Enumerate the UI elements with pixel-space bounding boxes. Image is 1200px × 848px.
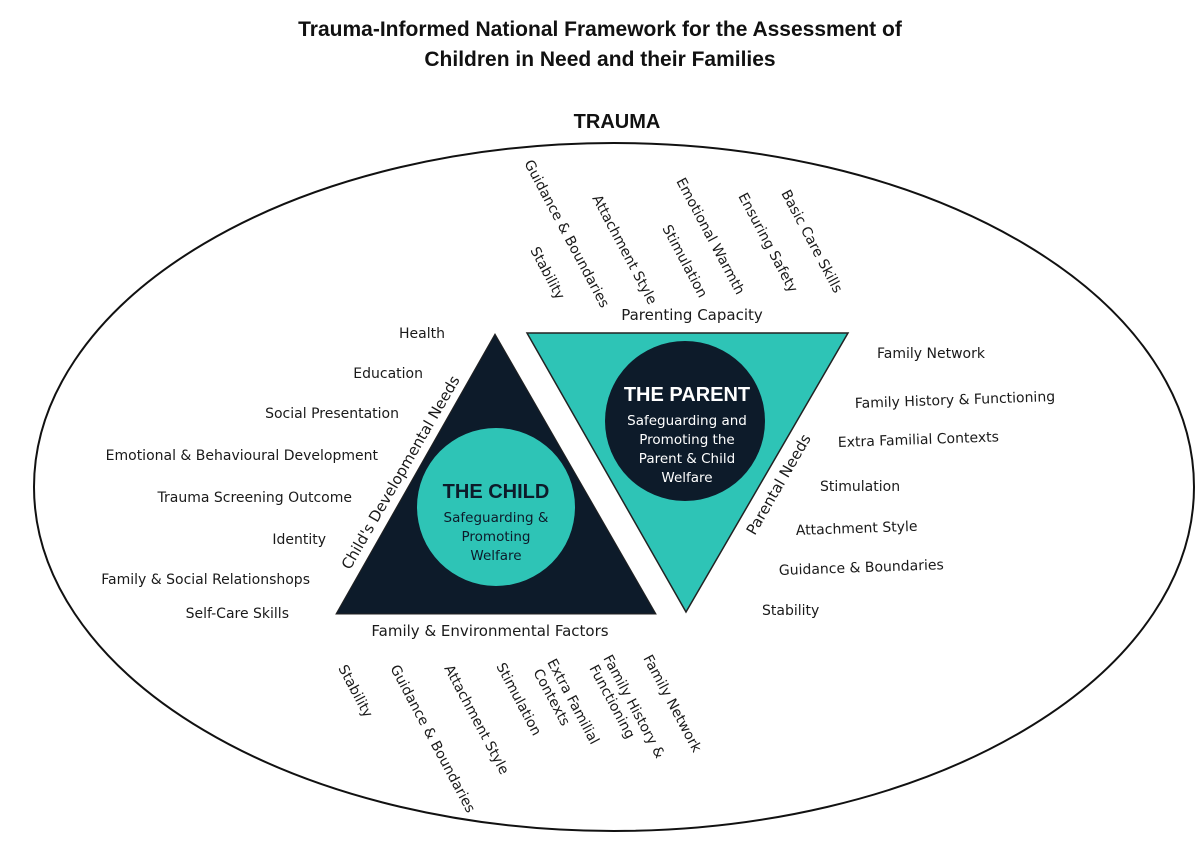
parent-circle: [605, 341, 765, 501]
parent-need-family-network: Family Network: [877, 346, 986, 362]
title-line-2: Children in Need and their Families: [424, 48, 775, 71]
child-circle: [417, 428, 575, 586]
parent-need-extra-familial: Extra Familial Contexts: [838, 429, 1000, 451]
parent-sub-1: Safeguarding and: [627, 413, 747, 429]
parent-need-stability: Stability: [762, 603, 819, 619]
parent-need-attachment-style: Attachment Style: [796, 519, 918, 539]
child-need-education: Education: [353, 366, 423, 382]
parent-sub-3: Parent & Child: [639, 451, 735, 467]
capacity-stability: Stability: [526, 244, 567, 302]
trauma-label: TRAUMA: [574, 111, 661, 133]
child-need-family-social: Family & Social Relationshops: [101, 572, 310, 588]
child-need-self-care: Self-Care Skills: [186, 606, 289, 622]
child-title: THE CHILD: [443, 481, 550, 503]
child-need-emotional-behavioural: Emotional & Behavioural Development: [106, 448, 379, 464]
child-sub-3: Welfare: [470, 548, 521, 564]
child-need-health: Health: [399, 326, 445, 342]
family-stability: Stability: [334, 662, 375, 720]
capacity-emotional-warmth: Emotional Warmth: [672, 175, 747, 297]
parent-sub-2: Promoting the: [639, 432, 734, 448]
child-sub-1: Safeguarding &: [444, 510, 549, 526]
child-need-trauma-screening: Trauma Screening Outcome: [157, 490, 353, 506]
parent-need-guidance-boundaries: Guidance & Boundaries: [779, 557, 944, 579]
parenting-capacity-label: Parenting Capacity: [621, 306, 763, 324]
trauma-ellipse: [33, 142, 1195, 832]
capacity-guidance-boundaries: Guidance & Boundaries: [520, 157, 612, 310]
child-need-identity: Identity: [272, 532, 326, 548]
parent-sub-4: Welfare: [661, 470, 712, 486]
parent-need-stimulation: Stimulation: [820, 479, 900, 495]
parent-need-family-history: Family History & Functioning: [855, 389, 1056, 412]
family-environmental-factors-label: Family & Environmental Factors: [371, 622, 608, 640]
title-line-1: Trauma-Informed National Framework for t…: [298, 18, 903, 41]
parent-title: THE PARENT: [624, 384, 750, 406]
child-sub-2: Promoting: [462, 529, 531, 545]
child-need-social-presentation: Social Presentation: [265, 406, 399, 422]
